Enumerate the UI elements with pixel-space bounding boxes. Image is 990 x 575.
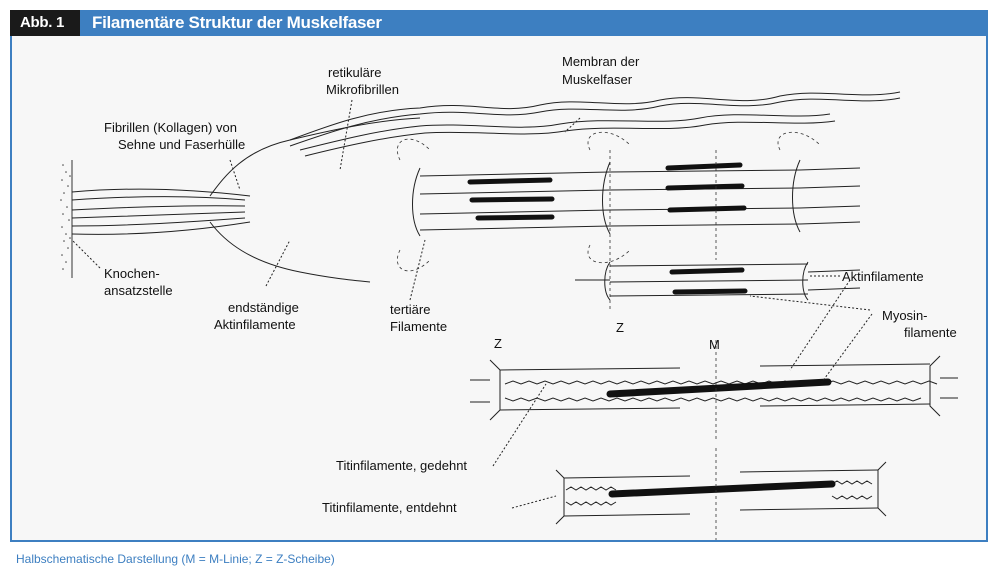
label-fibrillen-1: Fibrillen (Kollagen) von	[104, 120, 237, 135]
caption-bar: Halbschematische Darstellung (M = M-Lini…	[10, 544, 988, 575]
label-retikulaere-2: Mikrofibrillen	[326, 82, 399, 97]
label-myosin-1: Myosin-	[882, 308, 928, 323]
myosin-filament-stretched	[610, 382, 828, 394]
label-z-small: Z	[616, 320, 624, 335]
field-lines	[397, 132, 820, 310]
label-knochen-1: Knochen-	[104, 266, 160, 281]
leader-lines	[72, 100, 872, 508]
bone-attachment	[60, 158, 72, 278]
figure-caption: Halbschematische Darstellung (M = M-Lini…	[16, 552, 335, 566]
fiber-membrane	[290, 92, 900, 156]
label-titin-entdehnt: Titinfilamente, entdehnt	[322, 500, 457, 515]
myosin-filament-relaxed	[612, 484, 832, 494]
label-tertiaere-1: tertiäre	[390, 302, 430, 317]
label-endstaendige-1: endständige	[228, 300, 299, 315]
label-retikulaere-1: retikuläre	[328, 65, 381, 80]
sarcomere-row-middle	[575, 262, 860, 300]
label-membran-2: Muskelfaser	[562, 72, 633, 87]
label-knochen-2: ansatzstelle	[104, 283, 173, 298]
label-aktinfilamente: Aktinfilamente	[842, 269, 924, 284]
label-myosin-2: filamente	[904, 325, 957, 340]
label-z-large: Z	[494, 336, 502, 351]
label-fibrillen-2: Sehne und Faserhülle	[118, 137, 245, 152]
sarcomere-relaxed	[556, 462, 886, 524]
label-endstaendige-2: Aktinfilamente	[214, 317, 296, 332]
label-membran-1: Membran der	[562, 54, 640, 69]
label-tertiaere-2: Filamente	[390, 319, 447, 334]
label-titin-gedehnt: Titinfilamente, gedehnt	[336, 458, 467, 473]
label-m-line: M	[709, 337, 720, 352]
